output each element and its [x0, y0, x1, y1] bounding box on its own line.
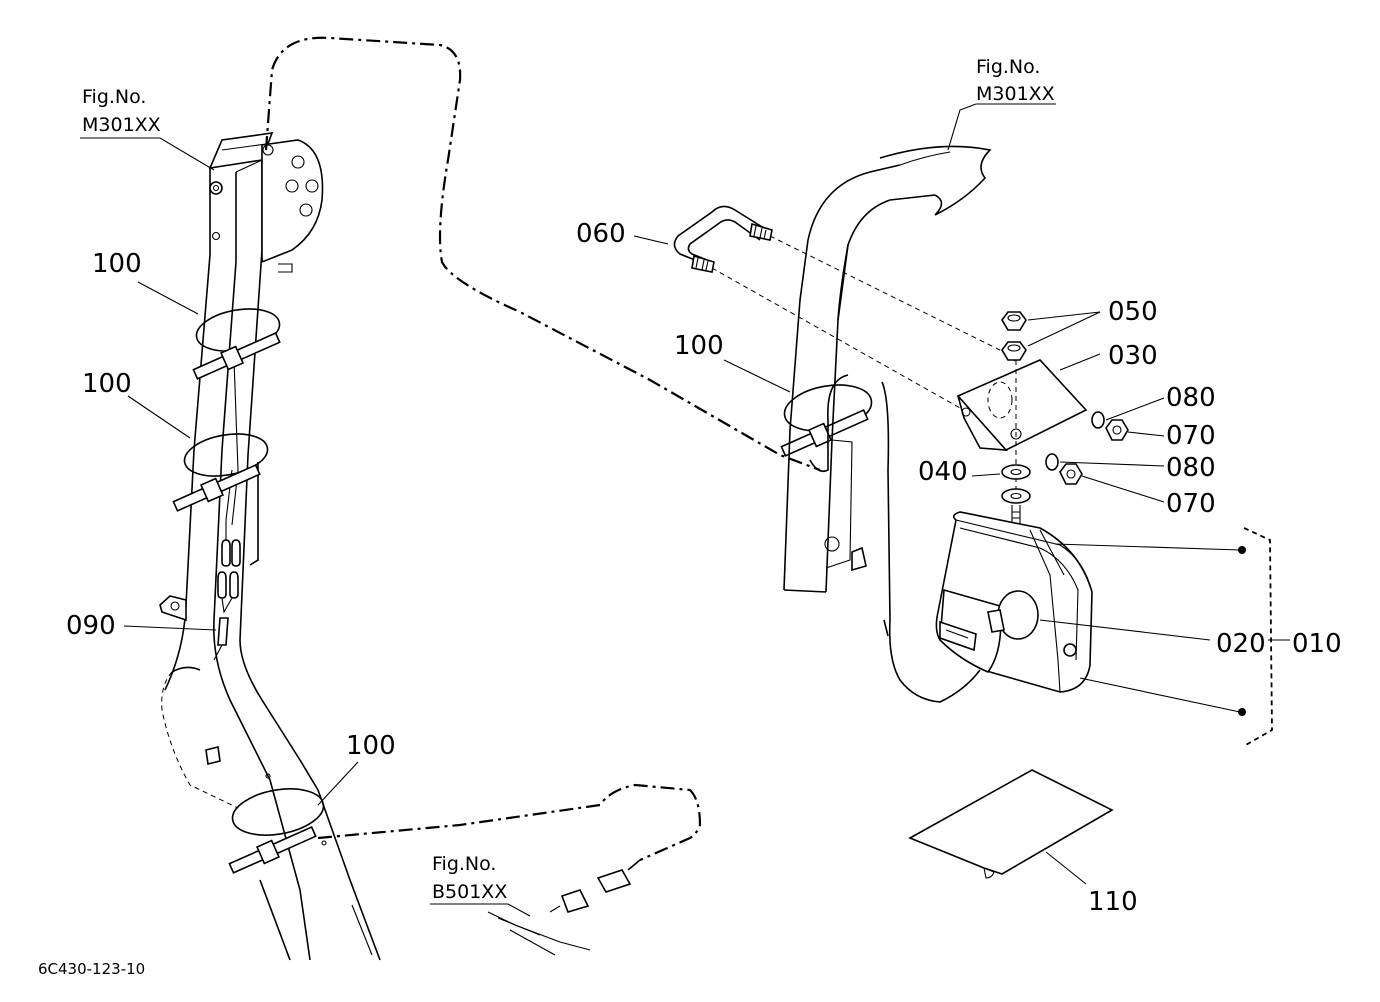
callout-090: 090 [66, 611, 116, 641]
nuts [1001, 311, 1027, 361]
callout-110: 110 [1088, 887, 1138, 917]
cable-tie-head [219, 345, 245, 371]
washers-nuts [1045, 411, 1129, 485]
fig-ref-upper-left: Fig.No. M301XX [82, 86, 161, 136]
callout-070-lower: 070 [1166, 489, 1216, 519]
bracket-plate [956, 351, 1088, 492]
callout-100-lower: 100 [346, 731, 396, 761]
work-lamp [809, 374, 1093, 703]
callout-100-upper: 100 [92, 249, 142, 279]
cable-tie-loop [195, 308, 281, 352]
callout-010: 010 [1292, 629, 1342, 659]
callout-080-upper: 080 [1166, 383, 1216, 413]
callout-080-lower: 080 [1166, 453, 1216, 483]
cable-tie-loop [231, 788, 325, 836]
callout-050: 050 [1108, 297, 1158, 327]
cable-tie-head [255, 839, 281, 865]
cable-tie-head [199, 477, 225, 503]
washers [1001, 464, 1031, 531]
assembly-bracket [1054, 527, 1273, 747]
callout-020: 020 [1216, 629, 1266, 659]
fig-ref-upper-right: Fig.No. M301XX [976, 56, 1055, 105]
callout-100-middle: 100 [82, 369, 132, 399]
cable-tie-loop [183, 433, 269, 477]
fig-ref-title: Fig.No. [976, 56, 1040, 78]
fig-ref-title: Fig.No. [82, 86, 146, 108]
fig-ref-code: M301XX [976, 83, 1055, 105]
fig-ref-code: B501XX [432, 881, 507, 903]
drawing-code: 6C430-123-10 [38, 960, 145, 978]
u-bolt [673, 205, 1005, 409]
callout-060: 060 [576, 219, 626, 249]
leader-lines [80, 103, 1290, 917]
left-harness [161, 36, 821, 956]
fig-ref-code: M301XX [82, 114, 161, 136]
right-arch [783, 145, 992, 593]
callout-070-upper: 070 [1166, 421, 1216, 451]
fig-ref-title: Fig.No. [432, 853, 496, 875]
decal-sheet [908, 769, 1114, 879]
callout-030: 030 [1108, 341, 1158, 371]
callout-040: 040 [918, 457, 968, 487]
callout-100-arch: 100 [674, 331, 724, 361]
left-post [159, 132, 381, 961]
cable-ties [172, 308, 873, 874]
fig-ref-lower: Fig.No. B501XX [432, 853, 507, 903]
